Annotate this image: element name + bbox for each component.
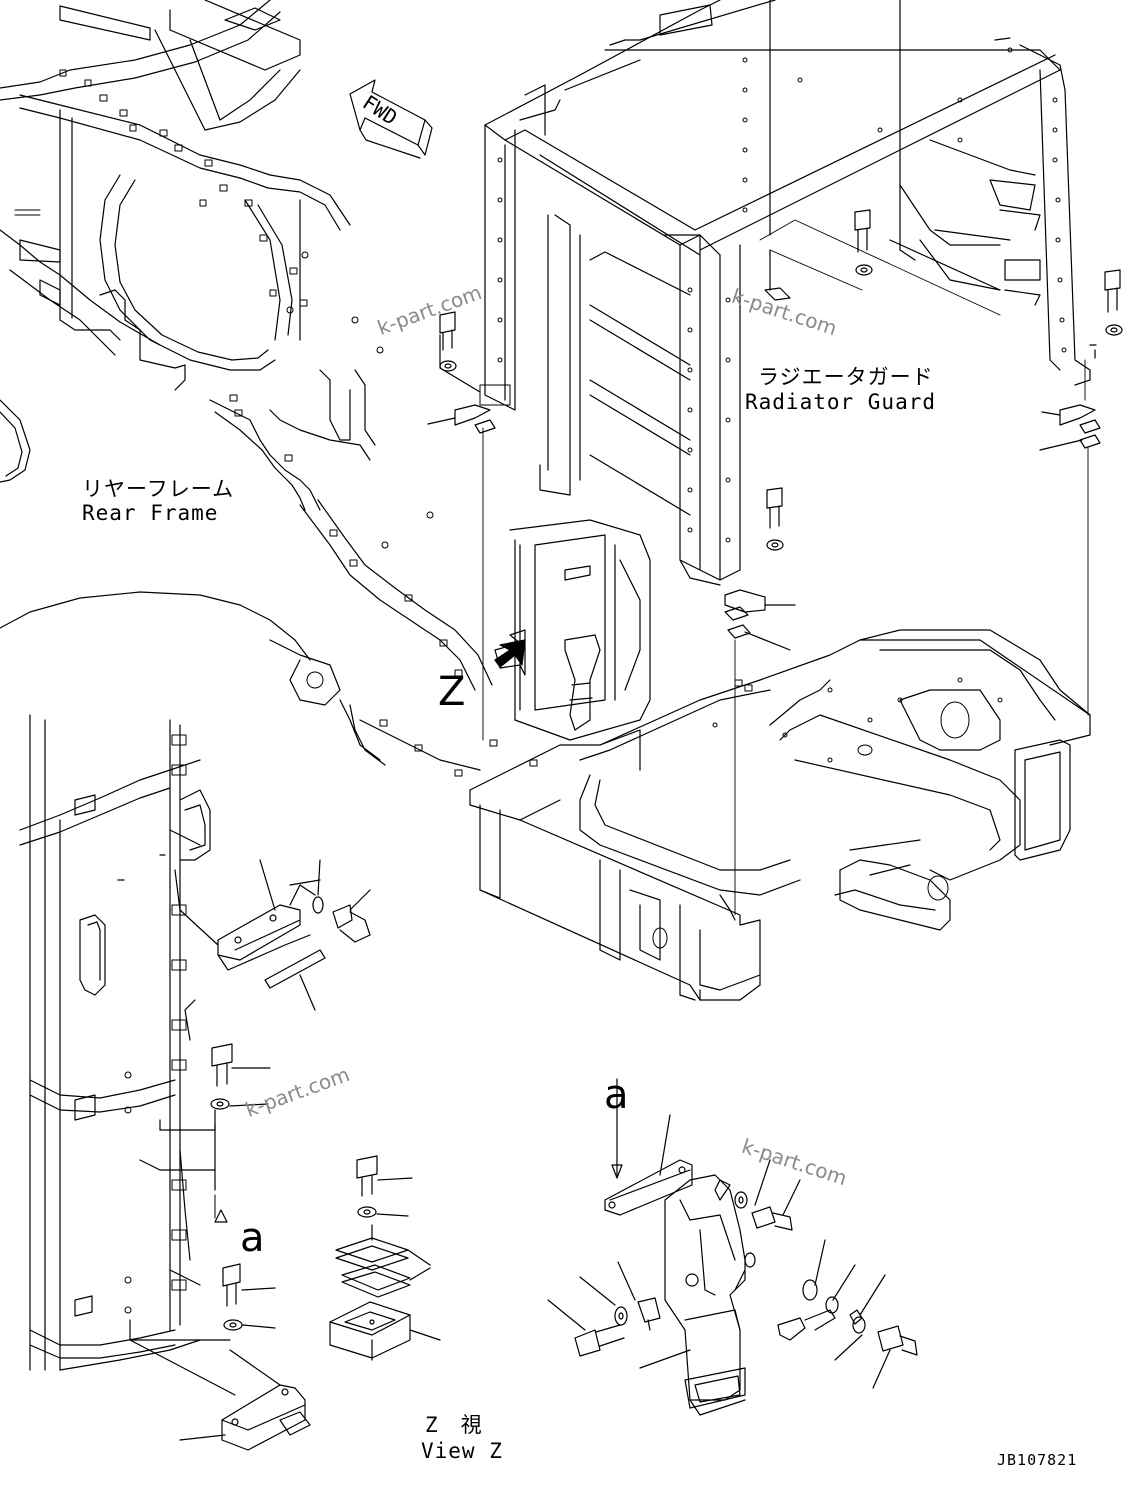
forward-direction-arrow	[349, 79, 433, 159]
view-z-stack	[329, 1155, 441, 1361]
detail-a-label-upper: a	[604, 1072, 629, 1118]
drawing-number: JB107821	[997, 1451, 1078, 1469]
view-z-marker: Z	[438, 669, 466, 715]
bracket-assembly-upper	[174, 859, 371, 1011]
detail-a-label-lower: a	[240, 1215, 265, 1261]
detail-a-assembly	[547, 1078, 918, 1416]
lower-left-frame-section	[19, 714, 211, 1371]
radiator-guard-label-en: Radiator Guard	[745, 390, 937, 414]
rear-frame-label-jp: リヤーフレーム	[82, 477, 235, 501]
radiator-guard-fasteners	[427, 209, 1123, 651]
view-z-pointer-arrow	[494, 639, 526, 668]
main-frame-chassis	[469, 629, 1091, 1001]
view-z-title-en: View Z	[421, 1439, 503, 1463]
lower-left-frame-hardware	[124, 734, 187, 1314]
rear-frame-hardware	[14, 69, 463, 777]
radiator-guard-frame	[484, 0, 1091, 586]
rear-frame-label-en: Rear Frame	[82, 501, 219, 525]
chassis-holes	[489, 677, 1003, 949]
rear-frame-outline	[0, 0, 493, 771]
radiator-guard-label-jp: ラジエータガード	[758, 365, 934, 389]
bracket-lower	[129, 1339, 311, 1451]
radiator-guard-bolts	[479, 47, 1067, 543]
assembly-leader-lines	[482, 219, 1089, 916]
centre-assembly-component	[494, 519, 651, 741]
bracket-fasteners-mid	[129, 1043, 276, 1341]
view-z-title-jp: Z 視	[425, 1413, 483, 1437]
